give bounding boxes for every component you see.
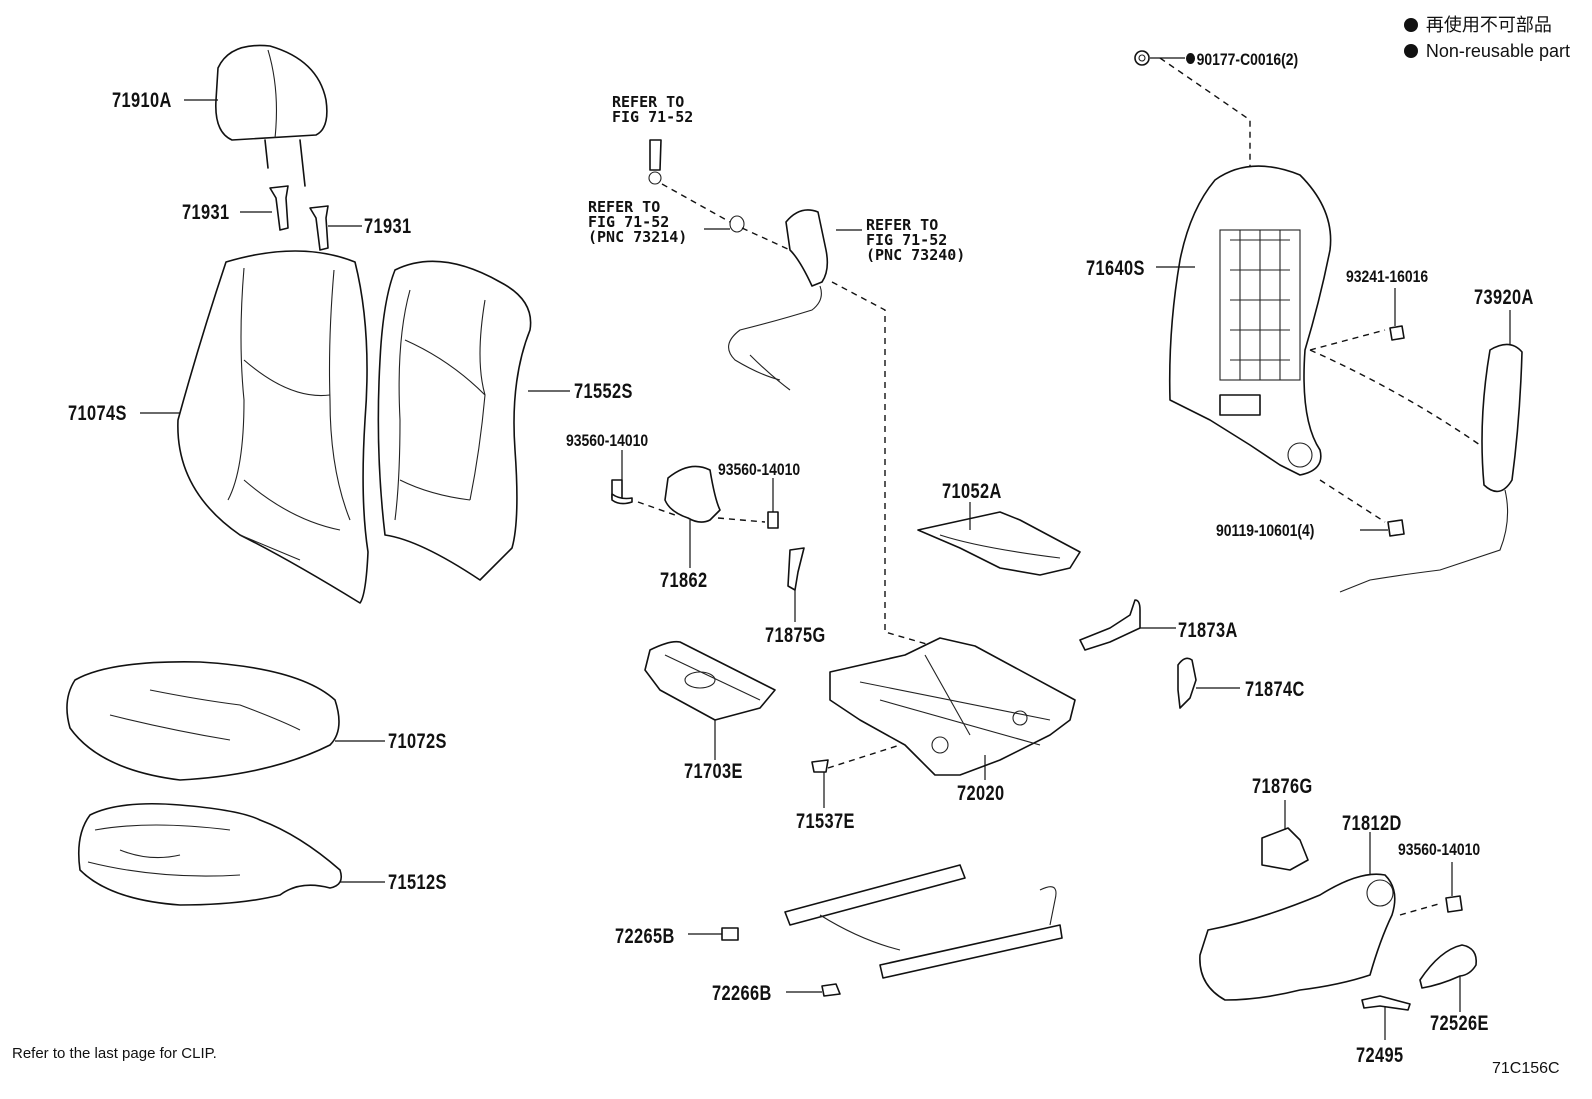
seatback-frame-drawing <box>1168 165 1332 476</box>
figure-code: 71C156C <box>1492 1060 1560 1077</box>
nut-90177-drawing <box>1134 50 1150 66</box>
label-93560-14010-a[interactable]: 93560-14010 <box>566 431 649 450</box>
bracket-71873A-drawing <box>1079 599 1141 651</box>
label-73920A[interactable]: 73920A <box>1474 286 1534 309</box>
refer-callout-3[interactable]: REFER TO FIG 71-52 (PNC 73240) <box>866 218 965 263</box>
side-shield-drawing <box>1199 873 1396 1001</box>
seatbelt-harness-drawing <box>648 139 829 391</box>
seatback-cover-drawing <box>177 250 369 604</box>
label-71812D[interactable]: 71812D <box>1342 812 1402 835</box>
side-cover-71862-drawing <box>611 465 779 529</box>
cushion-pan-drawing <box>644 640 776 721</box>
refer-callout-2-line3: (PNC 73214) <box>588 228 688 246</box>
label-71876G[interactable]: 71876G <box>1252 775 1313 798</box>
label-71640S[interactable]: 71640S <box>1086 257 1145 280</box>
bracket-71874C-drawing <box>1177 657 1197 709</box>
label-93560-14010-c[interactable]: 93560-14010 <box>1398 840 1481 859</box>
lever-72495-drawing <box>1361 995 1411 1011</box>
non-reusable-bullet-icon <box>1186 53 1196 64</box>
seat-cover-drawing <box>66 661 340 781</box>
label-72495[interactable]: 72495 <box>1356 1044 1404 1067</box>
footer-note: Refer to the last page for CLIP. <box>12 1045 217 1062</box>
refer-callout-2[interactable]: REFER TO FIG 71-52 (PNC 73214) <box>588 200 687 245</box>
headrest-drawing <box>215 44 329 251</box>
refer-callout-1-line2: FIG 71-52 <box>612 108 694 126</box>
refer-callout-3-line2: FIG 71-52 <box>866 231 948 249</box>
legend-non-reusable-jp: 再使用不可部品 <box>1425 15 1552 35</box>
label-71537E[interactable]: 71537E <box>796 810 855 833</box>
knob-72526E-drawing <box>1419 944 1478 989</box>
label-71512S[interactable]: 71512S <box>388 871 447 894</box>
part-71537E-drawing <box>811 759 829 773</box>
refer-callout-1[interactable]: REFER TO FIG 71-52 <box>612 95 693 125</box>
label-90119-10601[interactable]: 90119-10601(4) <box>1216 521 1315 540</box>
label-71875G[interactable]: 71875G <box>765 624 826 647</box>
legend-non-reusable-en: Non-reusable part <box>1425 41 1570 61</box>
part-71876G-drawing <box>1261 827 1309 871</box>
refer-callout-3-line3: (PNC 73240) <box>866 246 966 264</box>
label-71052A[interactable]: 71052A <box>942 480 1002 503</box>
seat-track-drawing <box>721 864 1063 997</box>
label-71931-left[interactable]: 71931 <box>182 201 230 224</box>
legend: 再使用不可部品 Non-reusable part <box>1403 12 1570 64</box>
label-71703E[interactable]: 71703E <box>684 760 743 783</box>
label-71873A[interactable]: 71873A <box>1178 619 1238 642</box>
label-72265B[interactable]: 72265B <box>615 925 675 948</box>
refer-callout-1-line1: REFER TO <box>612 93 685 111</box>
side-airbag-drawing <box>1339 343 1523 593</box>
label-90177-C0016-text: 90177-C0016(2) <box>1196 50 1299 69</box>
label-72526E[interactable]: 72526E <box>1430 1012 1489 1035</box>
bolt-90119-drawing <box>1387 519 1405 537</box>
part-71875G-drawing <box>787 547 805 591</box>
bolt-93560-c-drawing <box>1445 895 1463 913</box>
label-93241-16016[interactable]: 93241-16016 <box>1346 267 1429 286</box>
seat-frame-drawing <box>829 637 1076 776</box>
label-71910A[interactable]: 71910A <box>112 89 172 112</box>
label-71552S[interactable]: 71552S <box>574 380 633 403</box>
bolt-93241-drawing <box>1389 325 1405 341</box>
label-71862[interactable]: 71862 <box>660 569 708 592</box>
bullet-icon <box>1403 18 1418 32</box>
label-93560-14010-b[interactable]: 93560-14010 <box>718 460 801 479</box>
label-71072S[interactable]: 71072S <box>388 730 447 753</box>
label-72020[interactable]: 72020 <box>957 782 1005 805</box>
seatback-pad-drawing <box>377 260 532 581</box>
leader-lines <box>140 57 1511 1040</box>
refer-callout-2-line2: FIG 71-52 <box>588 213 670 231</box>
label-71874C[interactable]: 71874C <box>1245 678 1305 701</box>
refer-callout-2-line1: REFER TO <box>588 198 661 216</box>
refer-callout-3-line1: REFER TO <box>866 216 939 234</box>
label-90177-C0016[interactable]: 90177-C0016(2) <box>1186 51 1298 68</box>
label-71074S[interactable]: 71074S <box>68 402 127 425</box>
label-72266B[interactable]: 72266B <box>712 982 772 1005</box>
bullet-icon <box>1403 44 1418 58</box>
seat-pad-drawing <box>77 803 343 906</box>
spring-mat-drawing <box>917 511 1081 576</box>
label-71931-right[interactable]: 71931 <box>364 215 412 238</box>
